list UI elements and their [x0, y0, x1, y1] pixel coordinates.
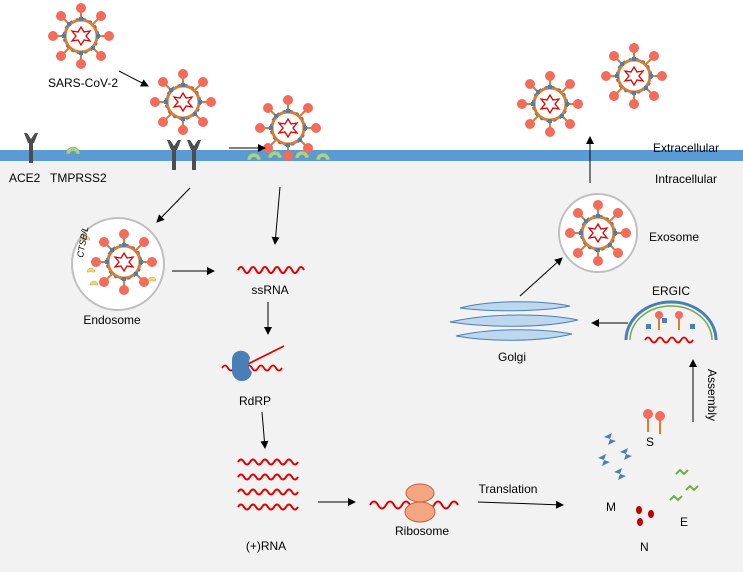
- n-protein-icon: [636, 506, 654, 526]
- virus-icon: [599, 41, 669, 111]
- plus-rna-label: (+)RNA: [246, 539, 286, 553]
- arrow: [271, 186, 281, 245]
- translation-label: Translation: [479, 482, 538, 496]
- cell-membrane: [0, 150, 743, 161]
- ergic-icon: [624, 300, 718, 344]
- n-protein-label: N: [640, 540, 649, 554]
- tmprss2-label: TMPRSS2: [50, 171, 107, 185]
- endosome-label: Endosome: [83, 313, 141, 327]
- s-protein-label: S: [646, 435, 654, 449]
- arrow: [118, 70, 149, 87]
- golgi-label: Golgi: [498, 350, 526, 364]
- rdrp-label: RdRP: [239, 394, 271, 408]
- intracellular-label: Intracellular: [655, 172, 717, 186]
- tmprss2-icon: [246, 150, 331, 161]
- sars-cov-2-label: SARS-CoV-2: [48, 76, 118, 90]
- endosome-icon: [71, 217, 165, 311]
- arrow: [156, 187, 191, 223]
- ribosome-icon: [369, 483, 459, 523]
- rna-strand-icon: [237, 458, 299, 511]
- ergic-label: ERGIC: [652, 284, 690, 298]
- ace2-receptor-icon: [167, 140, 201, 170]
- arrow: [477, 500, 564, 509]
- m-protein-icon: [598, 433, 632, 480]
- tmprss2-icon: [65, 146, 81, 155]
- e-protein-icon: [669, 468, 699, 502]
- exosome-icon: [558, 193, 638, 273]
- ssrna-label: ssRNA: [251, 283, 288, 297]
- ace2-receptor-icon: [24, 133, 38, 163]
- arrow: [260, 411, 269, 449]
- rdrp-icon: [221, 345, 285, 381]
- golgi-icon: [449, 301, 579, 341]
- extracellular-label: Extracellular: [653, 141, 719, 155]
- virus-icon: [46, 1, 116, 71]
- assembly-label: Assembly: [705, 369, 719, 421]
- virus-icon: [253, 93, 323, 163]
- s-protein-icon: [643, 409, 665, 434]
- exosome-label: Exosome: [649, 230, 699, 244]
- e-protein-label: E: [680, 515, 688, 529]
- ace2-label: ACE2: [9, 171, 41, 185]
- virus-icon: [148, 67, 218, 137]
- arrow: [519, 257, 563, 297]
- virus-icon: [515, 69, 585, 139]
- ribosome-label: Ribosome: [395, 524, 449, 538]
- rna-strand-icon: [237, 266, 305, 274]
- m-protein-label: M: [606, 500, 616, 514]
